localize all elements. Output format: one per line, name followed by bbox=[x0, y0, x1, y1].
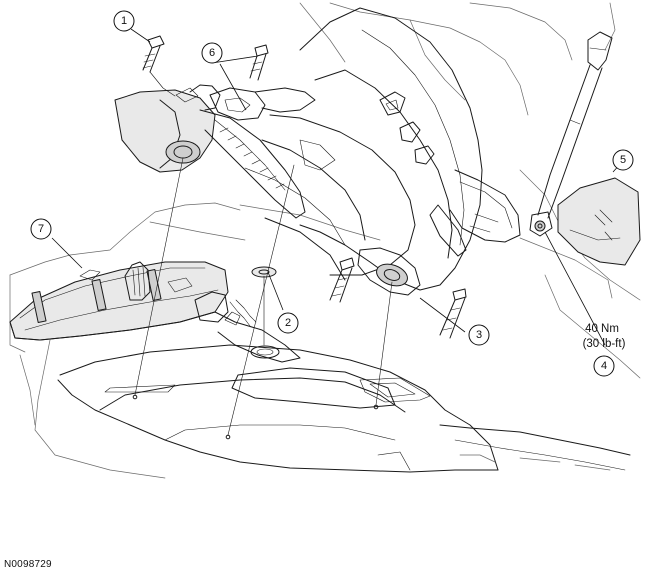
bolt-3-center bbox=[329, 257, 355, 303]
bolt-6 bbox=[249, 44, 269, 81]
leader-lines bbox=[51, 28, 623, 346]
callout-6: 6 bbox=[201, 42, 223, 64]
callout-5: 5 bbox=[612, 149, 634, 171]
callout-3: 3 bbox=[468, 324, 490, 346]
seat-belt bbox=[529, 31, 613, 237]
seat-back bbox=[244, 7, 483, 296]
belt-trim-area bbox=[449, 169, 641, 266]
svg-text:3: 3 bbox=[476, 329, 482, 341]
floor-pan bbox=[57, 344, 631, 473]
torque-spec-imperial: (30 lb-ft) bbox=[583, 338, 626, 350]
callout-4: 4 bbox=[593, 355, 615, 377]
svg-text:2: 2 bbox=[285, 317, 291, 329]
background-outline bbox=[9, 2, 641, 479]
svg-text:5: 5 bbox=[620, 154, 626, 166]
svg-text:7: 7 bbox=[38, 223, 44, 235]
bolt-3-right bbox=[439, 288, 467, 339]
callout-1: 1 bbox=[113, 10, 135, 32]
alignment-lines bbox=[132, 71, 393, 440]
svg-text:6: 6 bbox=[209, 47, 215, 59]
hinge-bracket-assembly bbox=[114, 84, 316, 219]
seat-cushion-frame bbox=[9, 261, 301, 363]
figure-id: N0098729 bbox=[4, 559, 52, 570]
torque-spec-metric: 40 Nm bbox=[585, 323, 619, 335]
callout-2: 2 bbox=[277, 312, 299, 334]
bolt-1 bbox=[142, 35, 165, 73]
svg-text:1: 1 bbox=[121, 15, 127, 27]
washer-2 bbox=[251, 266, 277, 278]
svg-text:4: 4 bbox=[601, 360, 607, 372]
callout-7: 7 bbox=[30, 218, 52, 240]
torque-spec: 40 Nm (30 lb-ft) bbox=[583, 323, 626, 350]
